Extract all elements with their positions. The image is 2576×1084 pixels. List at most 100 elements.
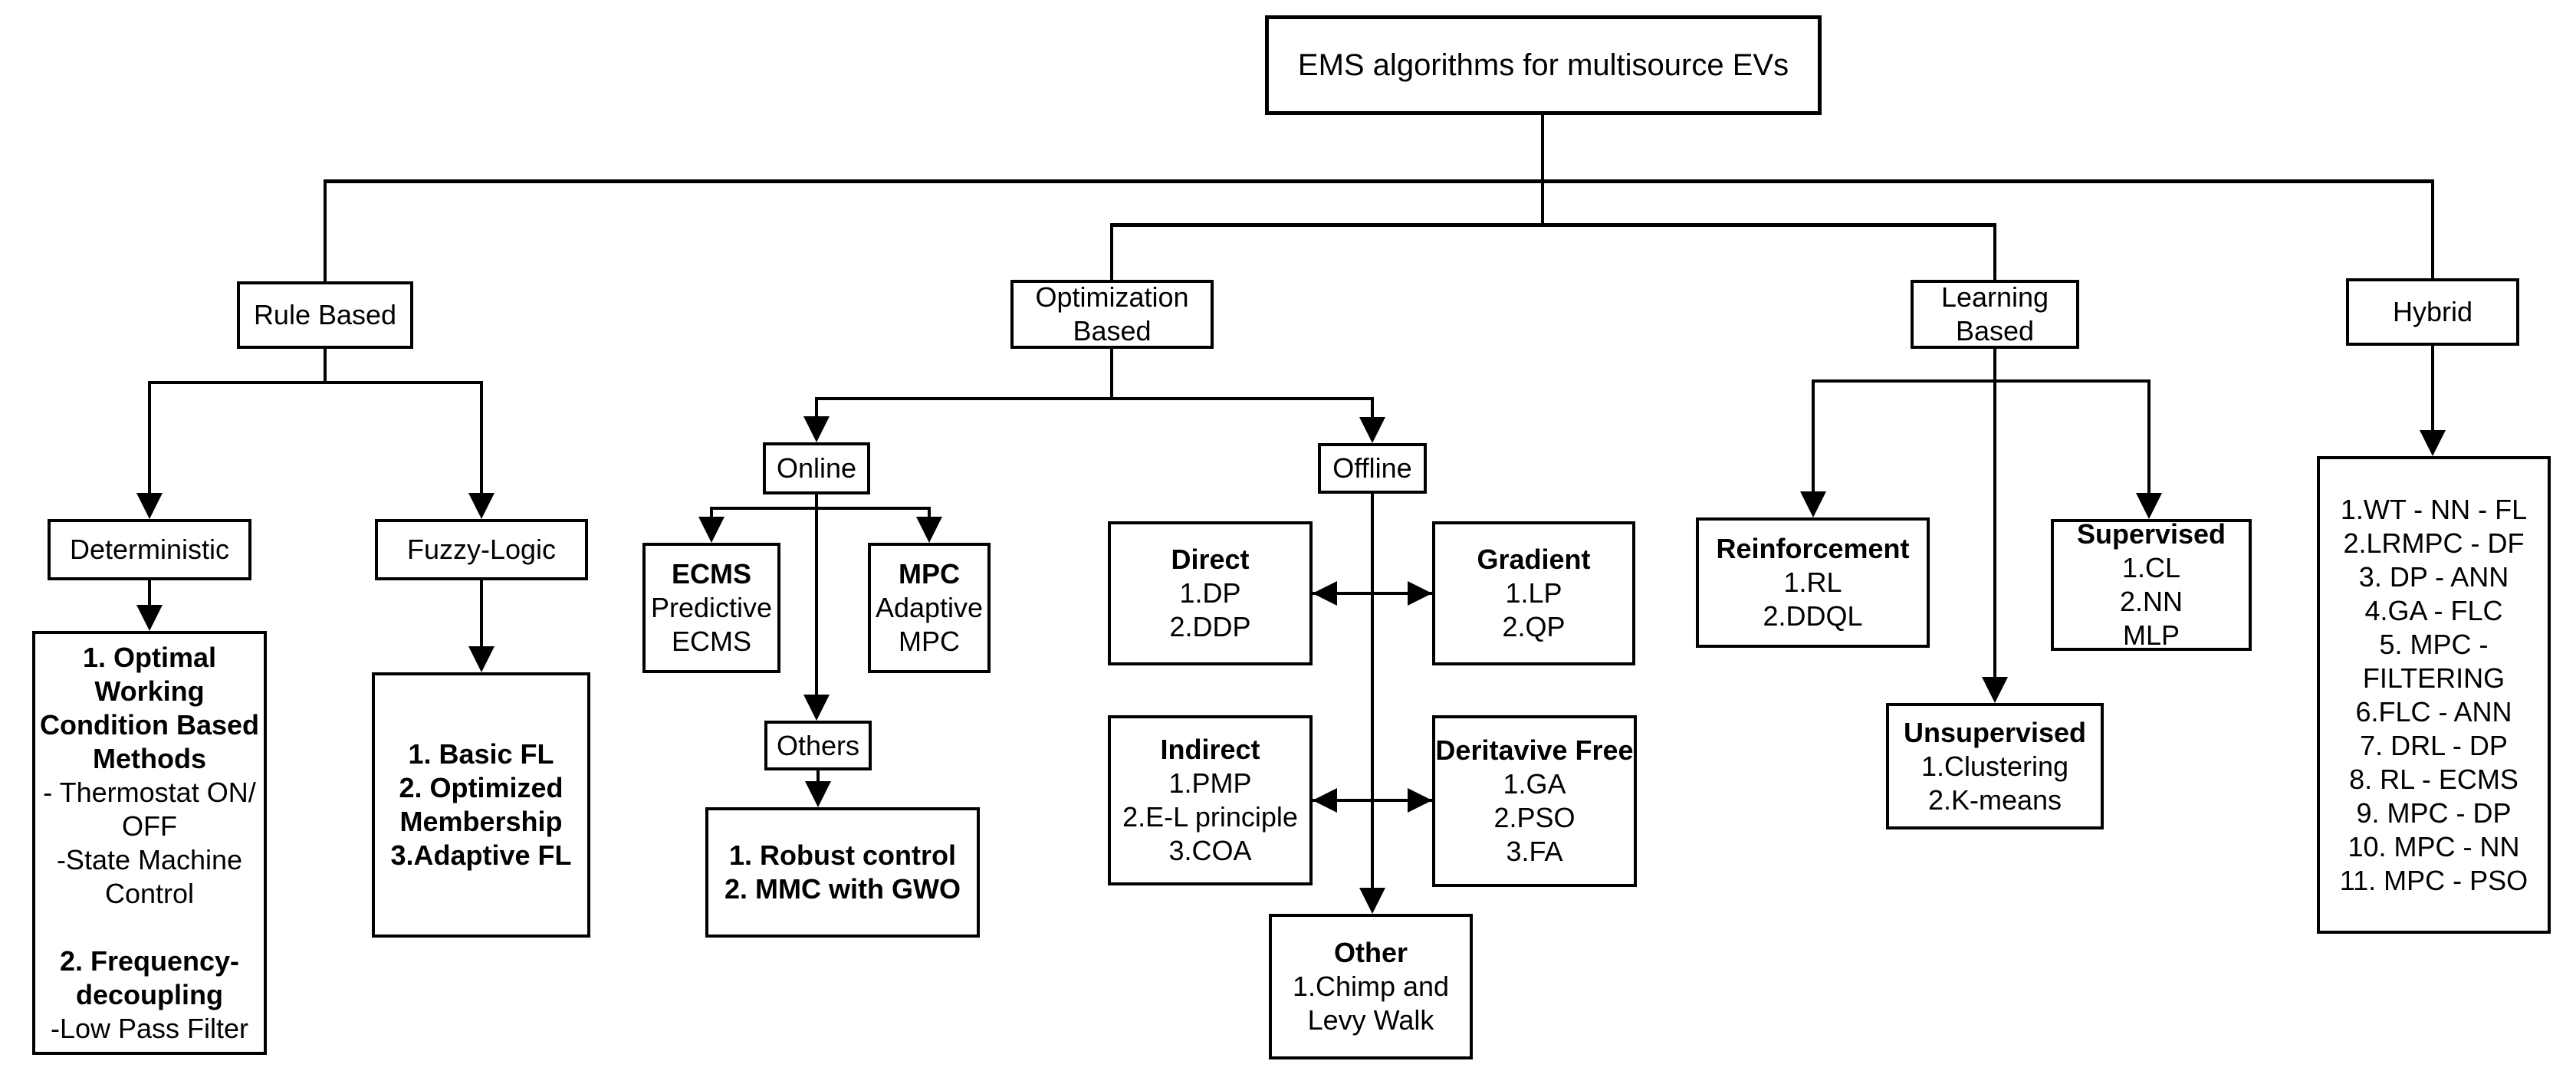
node-offline-label: Offline: [1332, 452, 1412, 484]
method-item: 2.E-L principle: [1122, 801, 1298, 833]
arrowhead-ecms: [698, 517, 724, 543]
node-rule-based: Rule Based: [237, 281, 413, 349]
connector-indirect-derivative: [1313, 799, 1432, 802]
method-item: 1.LP: [1505, 577, 1562, 609]
node-supervised: Supervised 1.CL 2.NN MLP: [2051, 518, 2252, 651]
node-others-label: Others: [776, 729, 860, 761]
method-item: 3.Adaptive FL: [390, 839, 572, 871]
node-fuzzy-logic-label: Fuzzy-Logic: [406, 534, 557, 565]
node-other: Other 1.Chimp and Levy Walk: [1269, 914, 1473, 1059]
arrowhead-others: [803, 695, 830, 721]
method-item: 1.CL: [2121, 552, 2181, 583]
node-unsupervised: Unsupervised 1.Clustering 2.K-means: [1886, 703, 2104, 829]
connector-deterministic-methods: [148, 579, 151, 605]
method-item: Gradient: [1477, 544, 1591, 575]
method-item: 3.COA: [1168, 835, 1252, 866]
method-item: Reinforcement: [1716, 533, 1910, 564]
method-item: 2.QP: [1502, 611, 1566, 642]
node-mpc: MPC Adaptive MPC: [868, 543, 991, 673]
arrowhead-unsupervised: [1982, 677, 2008, 703]
method-item: 9. MPC - DP: [2356, 797, 2512, 829]
connector-level2-rail: [1112, 223, 1996, 227]
method-item: 3.FA: [1506, 836, 1563, 867]
method-item: 1. Basic FL: [408, 738, 554, 770]
arrowhead-deterministic: [136, 493, 163, 519]
method-item: Adaptive MPC: [875, 592, 984, 657]
node-ecms: ECMS Predictive ECMS: [642, 543, 780, 673]
method-item: 1.PMP: [1168, 767, 1252, 799]
method-item: 1.WT - NN - FL: [2340, 493, 2528, 525]
connector-learning-rail: [1813, 379, 2149, 383]
method-item: 11. MPC - PSO: [2339, 864, 2528, 896]
method-item: 5. MPC - FILTERING: [2362, 628, 2505, 694]
node-rule-based-label: Rule Based: [253, 299, 397, 330]
connector-drop-learning: [1993, 223, 1996, 281]
method-item: 2.PSO: [1493, 802, 1576, 833]
arrowhead-direct: [1313, 581, 1337, 606]
method-item: 1.RL: [1783, 567, 1842, 598]
connector-level1-rail: [325, 179, 2434, 183]
node-reinforcement: Reinforcement 1.RL 2.DDQL: [1696, 517, 1930, 648]
connector-drop-ecms: [710, 507, 713, 517]
connector-rule-based-rail: [150, 381, 481, 384]
node-hybrid-label: Hybrid: [2392, 296, 2473, 327]
connector-drop-supervised: [2147, 379, 2150, 493]
method-item: 2. Frequency-decoupling: [59, 944, 240, 1010]
method-item: 1.Clustering: [1921, 750, 2069, 782]
method-item: 2. MMC with GWO: [724, 873, 961, 905]
node-deterministic: Deterministic: [48, 519, 251, 580]
method-item: 1.Chimp and Levy Walk: [1292, 971, 1450, 1036]
node-learning-based-label: Learning Based: [1940, 281, 2049, 347]
method-item: 7. DRL - DP: [2360, 729, 2508, 761]
connector-optimization-rail: [816, 397, 1374, 400]
method-item: 1.DP: [1179, 577, 1241, 609]
node-optimization-based-label: Optimization Based: [1035, 281, 1189, 347]
method-item: Direct: [1171, 544, 1250, 575]
method-item: MPC: [899, 558, 960, 590]
connector-drop-hybrid: [2431, 179, 2434, 280]
arrowhead-hybrid-methods: [2420, 430, 2446, 456]
method-item: Indirect: [1160, 734, 1260, 765]
node-fuzzy-methods: 1. Basic FL 2. Optimized Membership 3.Ad…: [372, 672, 590, 938]
node-others-methods: 1. Robust control 2. MMC with GWO: [705, 807, 980, 938]
method-item: 2.DDQL: [1763, 600, 1863, 632]
arrowhead-derivative-free: [1408, 788, 1432, 813]
node-root-label: EMS algorithms for multisource EVs: [1297, 48, 1789, 82]
method-item: Predictive ECMS: [650, 592, 773, 657]
method-item: ECMS: [671, 558, 751, 590]
method-item: Deritavive Free: [1435, 734, 1634, 766]
connector-rule-based-stem: [324, 347, 327, 384]
arrowhead-fuzzy-methods: [468, 646, 495, 672]
method-item: 3. DP - ANN: [2358, 560, 2509, 593]
arrowhead-others-methods: [805, 781, 831, 807]
arrowhead-fuzzy: [468, 493, 495, 519]
node-deterministic-label: Deterministic: [69, 534, 230, 565]
connector-online-others: [815, 493, 818, 695]
connector-drop-online: [815, 397, 818, 416]
node-offline: Offline: [1318, 443, 1427, 494]
arrowhead-reinforcement: [1800, 491, 1826, 517]
method-item: 2.DDP: [1169, 611, 1251, 642]
method-item: 2.LRMPC - DF: [2343, 527, 2525, 559]
method-item: 8. RL - ECMS: [2349, 763, 2518, 795]
method-item: MLP: [2122, 619, 2180, 651]
arrowhead-other: [1359, 888, 1385, 914]
connector-others-methods: [816, 769, 820, 781]
connector-offline-other: [1371, 492, 1374, 888]
method-item: Unsupervised: [1903, 716, 2087, 748]
connector-drop-optimization: [1110, 223, 1113, 281]
connector-drop-fuzzy: [480, 381, 483, 493]
arrowhead-mpc: [916, 517, 942, 543]
node-indirect: Indirect 1.PMP 2.E-L principle 3.COA: [1108, 715, 1313, 885]
connector-drop-deterministic: [148, 381, 151, 493]
method-item: 1. Optimal Working Condition Based Metho…: [40, 641, 259, 774]
method-item: 2. Optimized Membership: [399, 772, 564, 837]
connector-direct-gradient: [1313, 592, 1432, 595]
arrowhead-deterministic-methods: [136, 605, 163, 631]
node-others: Others: [764, 721, 872, 770]
method-item: -Low Pass Filter: [50, 1012, 249, 1044]
arrowhead-online: [803, 416, 830, 442]
method-item: - Thermostat ON/ OFF: [43, 776, 256, 842]
node-online: Online: [763, 442, 870, 494]
